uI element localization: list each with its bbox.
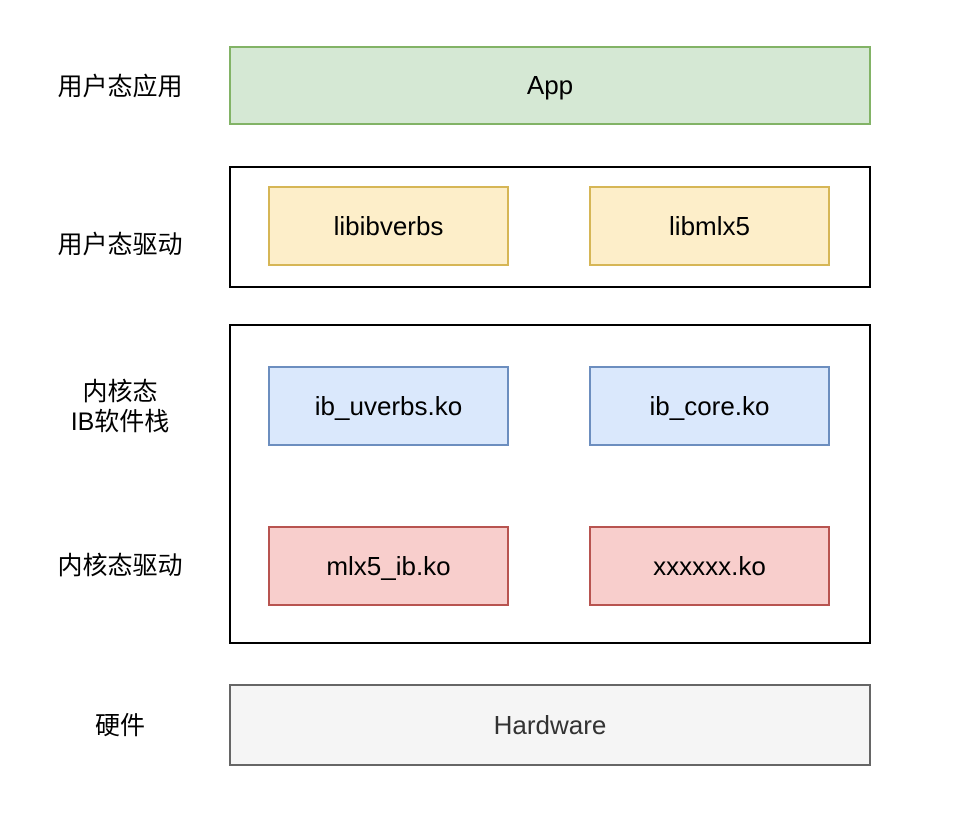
mlx5-ib-box: mlx5_ib.ko [268,526,509,606]
app-box-label: App [526,70,574,100]
ib-uverbs-box: ib_uverbs.ko [268,366,509,446]
label-kernel-driver: 内核态驱动 [57,552,183,580]
libibverbs-box: libibverbs [268,186,509,266]
label-kernel-ib-stack-line1: 内核态 [82,378,158,406]
app-box: App [229,46,871,125]
mlx5-ib-box-label: mlx5_ib.ko [326,550,451,581]
label-kernel-ib-stack: 内核态 IB软件栈 [20,377,220,437]
libmlx5-box: libmlx5 [589,186,830,266]
libmlx5-box-label: libmlx5 [669,210,750,241]
ib-uverbs-box-label: ib_uverbs.ko [314,390,463,421]
xxxxxx-ko-box: xxxxxx.ko [589,526,830,606]
hardware-box-label: Hardware [493,709,607,740]
ib-core-box: ib_core.ko [589,366,830,446]
libibverbs-box-label: libibverbs [333,210,444,241]
xxxxxx-ko-box-label: xxxxxx.ko [653,550,766,581]
label-user-app: 用户态应用 [57,73,183,101]
ib-core-box-label: ib_core.ko [649,390,770,421]
label-user-driver: 用户态驱动 [57,231,183,259]
label-kernel-ib-stack-line2: IB软件栈 [70,408,170,436]
hardware-box: Hardware [229,684,871,766]
label-hardware: 硬件 [94,712,145,740]
